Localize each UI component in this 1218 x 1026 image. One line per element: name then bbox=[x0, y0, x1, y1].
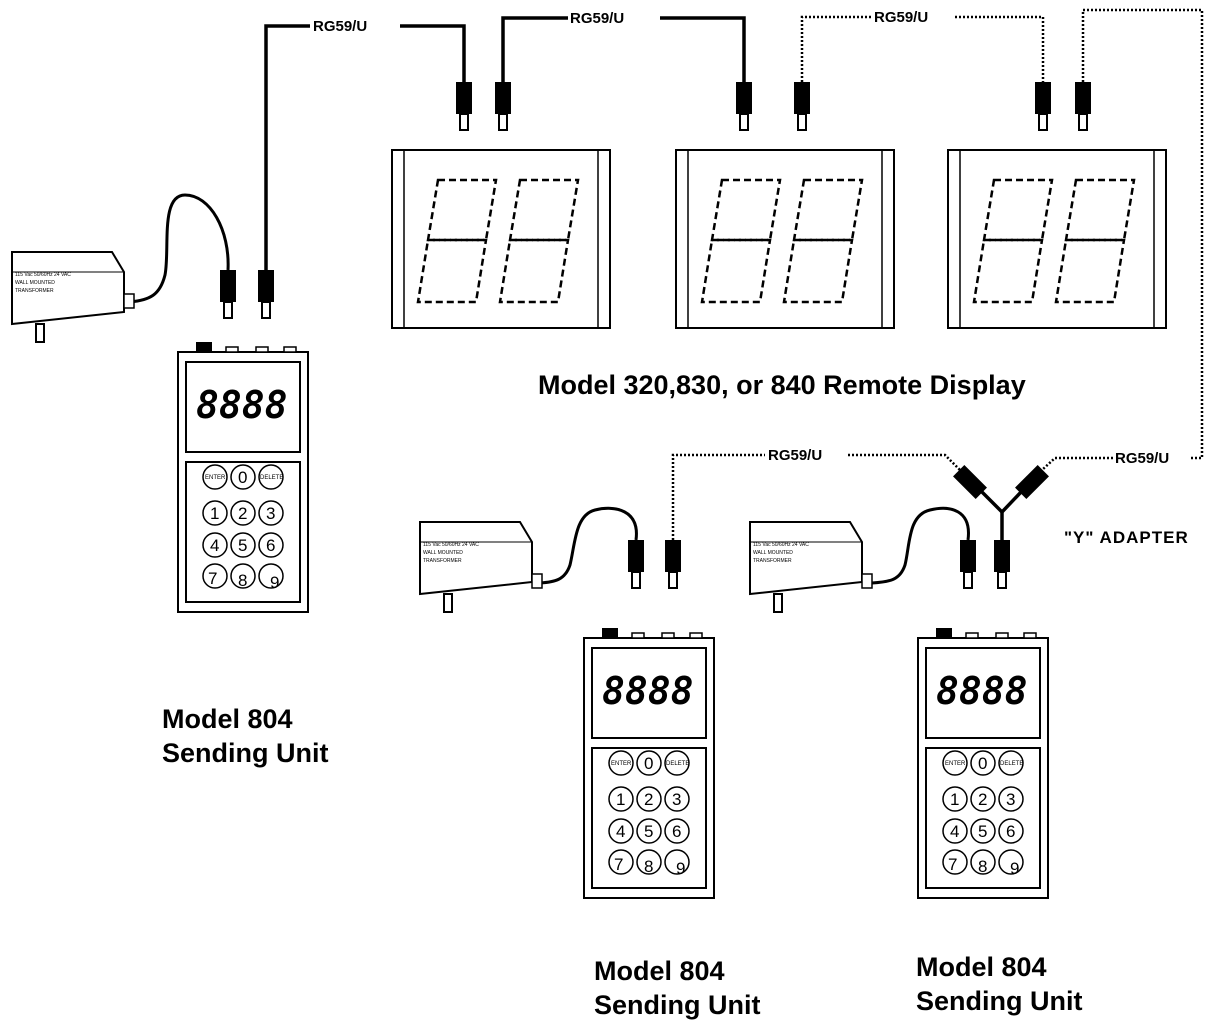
key-5: 5 bbox=[978, 822, 987, 841]
remote-display-1 bbox=[391, 149, 611, 329]
transformer-plate-text: 115 Vac 50/60Hz 24 VAC bbox=[15, 272, 71, 278]
cable-sender1-to-display1: RG59/U bbox=[264, 18, 466, 270]
caption-line: Sending Unit bbox=[916, 986, 1083, 1016]
key-0: 0 bbox=[978, 754, 987, 773]
key-8: 8 bbox=[978, 857, 987, 876]
key-6: 6 bbox=[266, 536, 275, 555]
caption-line: Sending Unit bbox=[162, 738, 329, 768]
key-0: 0 bbox=[238, 468, 247, 487]
remote-display-2 bbox=[675, 149, 895, 329]
key-6: 6 bbox=[1006, 822, 1015, 841]
delete-key: DELETE bbox=[666, 761, 689, 767]
caption-line: Model 804 bbox=[162, 704, 293, 734]
enter-key: ENTER bbox=[205, 475, 226, 481]
key-5: 5 bbox=[238, 536, 247, 555]
cable-display1-to-display2: RG59/U bbox=[501, 10, 746, 82]
key-3: 3 bbox=[1006, 790, 1015, 809]
lcd-readout: 8888 bbox=[936, 669, 1028, 713]
transformer-plate-text: WALL MOUNTED bbox=[753, 550, 793, 556]
transformer-plate-text: TRANSFORMER bbox=[423, 558, 462, 564]
cable-label: RG59/U bbox=[313, 18, 367, 35]
keypad bbox=[942, 750, 1024, 875]
key-2: 2 bbox=[978, 790, 987, 809]
enter-key: ENTER bbox=[611, 761, 632, 767]
key-9: 9 bbox=[270, 573, 279, 592]
key-5: 5 bbox=[644, 822, 653, 841]
key-3: 3 bbox=[266, 504, 275, 523]
sending-unit-caption-1: Model 804 Sending Unit bbox=[162, 702, 328, 770]
cable-label: RG59/U bbox=[570, 10, 624, 27]
key-4: 4 bbox=[210, 536, 219, 555]
key-1: 1 bbox=[950, 790, 959, 809]
cable-label: RG59/U bbox=[1115, 450, 1169, 467]
key-8: 8 bbox=[644, 857, 653, 876]
cable-label: RG59/U bbox=[874, 9, 928, 26]
key-8: 8 bbox=[238, 571, 247, 590]
remote-display-3 bbox=[947, 149, 1167, 329]
key-7: 7 bbox=[948, 855, 957, 874]
sending-unit-3: 8888 ENTER 0 DELETE 1 2 3 4 5 6 7 8 9 bbox=[917, 628, 1049, 899]
key-9: 9 bbox=[676, 859, 685, 878]
cable-display2-to-display3: RG59/U bbox=[800, 9, 1045, 82]
caption-line: Model 804 bbox=[594, 956, 725, 986]
key-2: 2 bbox=[238, 504, 247, 523]
transformer-plate-text: TRANSFORMER bbox=[753, 558, 792, 564]
transformer-plate-text: 115 Vac 50/60Hz 24 VAC bbox=[423, 542, 479, 548]
key-4: 4 bbox=[950, 822, 959, 841]
key-2: 2 bbox=[644, 790, 653, 809]
key-9: 9 bbox=[1010, 859, 1019, 878]
cable-display3-to-y-adapter: RG59/U bbox=[1041, 8, 1204, 471]
lcd-readout: 8888 bbox=[602, 669, 694, 713]
key-1: 1 bbox=[616, 790, 625, 809]
sending-unit-caption-3: Model 804 Sending Unit bbox=[916, 950, 1082, 1018]
keypad bbox=[608, 750, 690, 875]
cable-sender2-to-y-adapter: RG59/U bbox=[671, 447, 961, 540]
wall-transformer: 115 Vac 50/60Hz 24 VAC WALL MOUNTED TRAN… bbox=[11, 251, 135, 343]
key-6: 6 bbox=[672, 822, 681, 841]
key-3: 3 bbox=[672, 790, 681, 809]
transformer-plate-text: WALL MOUNTED bbox=[15, 280, 55, 286]
delete-key: DELETE bbox=[260, 475, 283, 481]
key-4: 4 bbox=[616, 822, 625, 841]
sending-unit-2: 8888 ENTER 0 DELETE 1 2 3 4 5 6 7 8 9 bbox=[583, 628, 715, 899]
delete-key: DELETE bbox=[1000, 761, 1023, 767]
sending-unit-caption-2: Model 804 Sending Unit bbox=[594, 954, 760, 1022]
keypad bbox=[202, 464, 284, 589]
lcd-readout: 8888 bbox=[196, 383, 288, 427]
wall-transformer: 115 Vac 50/60Hz 24 VAC WALL MOUNTED TRAN… bbox=[419, 521, 543, 613]
power-cord bbox=[129, 193, 970, 585]
remote-display-caption: Model 320,830, or 840 Remote Display bbox=[538, 370, 1026, 400]
key-7: 7 bbox=[614, 855, 623, 874]
transformer-plate-text: 115 Vac 50/60Hz 24 VAC bbox=[753, 542, 809, 548]
key-1: 1 bbox=[210, 504, 219, 523]
enter-key: ENTER bbox=[945, 761, 966, 767]
caption-line: Sending Unit bbox=[594, 990, 761, 1020]
y-adapter bbox=[953, 465, 1049, 540]
cable-label: RG59/U bbox=[768, 447, 822, 464]
transformer-plate-text: TRANSFORMER bbox=[15, 288, 54, 294]
caption-line: Model 804 bbox=[916, 952, 1047, 982]
key-7: 7 bbox=[208, 569, 217, 588]
key-0: 0 bbox=[644, 754, 653, 773]
sending-unit-1: 8888 ENTER 0 DELETE 1 2 3 4 5 6 7 8 9 bbox=[177, 342, 309, 613]
transformer-plate-text: WALL MOUNTED bbox=[423, 550, 463, 556]
y-adapter-label: "Y" ADAPTER bbox=[1064, 528, 1189, 547]
wall-transformer: 115 Vac 50/60Hz 24 VAC WALL MOUNTED TRAN… bbox=[749, 521, 873, 613]
